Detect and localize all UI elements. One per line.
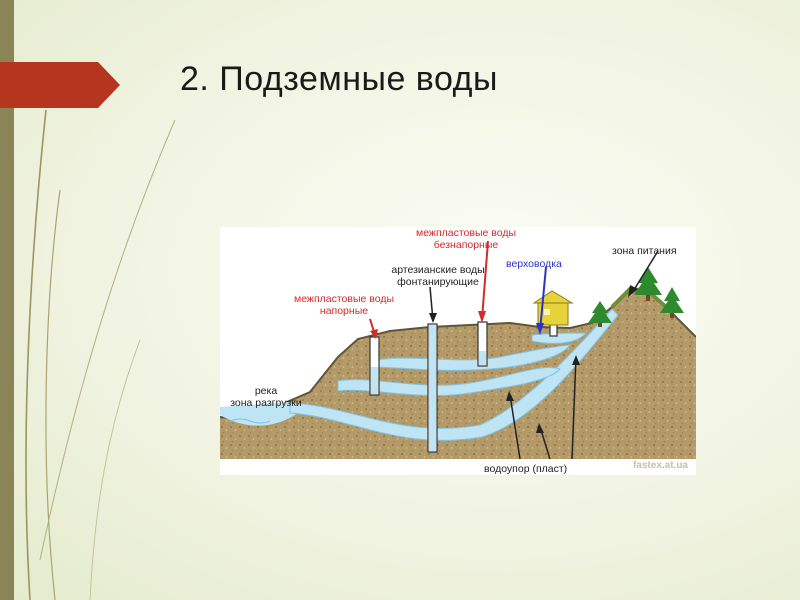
label-interstrat-pressure-line2: напорные — [319, 305, 369, 317]
label-river-line1: река — [254, 385, 278, 397]
middle-aquifer — [337, 367, 561, 396]
label-artesian: артезианские воды фонтанирующие — [378, 264, 498, 288]
label-artesian-line1: артезианские воды — [391, 264, 485, 276]
fir-tree-icon — [588, 267, 684, 327]
label-interstrat-free: межпластовые воды безнапорные — [406, 227, 526, 251]
label-interstrat-pressure-line1: межпластовые воды — [293, 293, 395, 305]
label-interstrat-free-line2: безнапорные — [433, 239, 499, 251]
slide-title: 2. Подземные воды — [180, 60, 498, 98]
watermark: fastex.at.ua — [632, 460, 688, 471]
river — [220, 402, 298, 426]
label-artesian-line2: фонтанирующие — [397, 276, 479, 288]
label-river: река зона разгрузки — [220, 385, 312, 409]
left-accent-bar — [0, 0, 14, 600]
label-zone-feeding: зона питания — [612, 245, 677, 257]
label-perched: верховодка — [506, 258, 562, 270]
house-icon — [532, 290, 574, 326]
label-interstrat-free-line1: межпластовые воды — [415, 227, 517, 239]
label-aquiclude: водоупор (пласт) — [484, 463, 568, 475]
label-interstrat-pressure: межпластовые воды напорные — [282, 293, 406, 317]
well-free — [477, 321, 488, 367]
label-discharge-zone: зона разгрузки — [230, 397, 302, 409]
perched-water — [531, 332, 588, 344]
groundwater-diagram: межпластовые воды безнапорные зона питан… — [220, 227, 696, 475]
red-arrow-banner-icon — [0, 62, 120, 108]
diagram-drawing — [220, 240, 696, 460]
